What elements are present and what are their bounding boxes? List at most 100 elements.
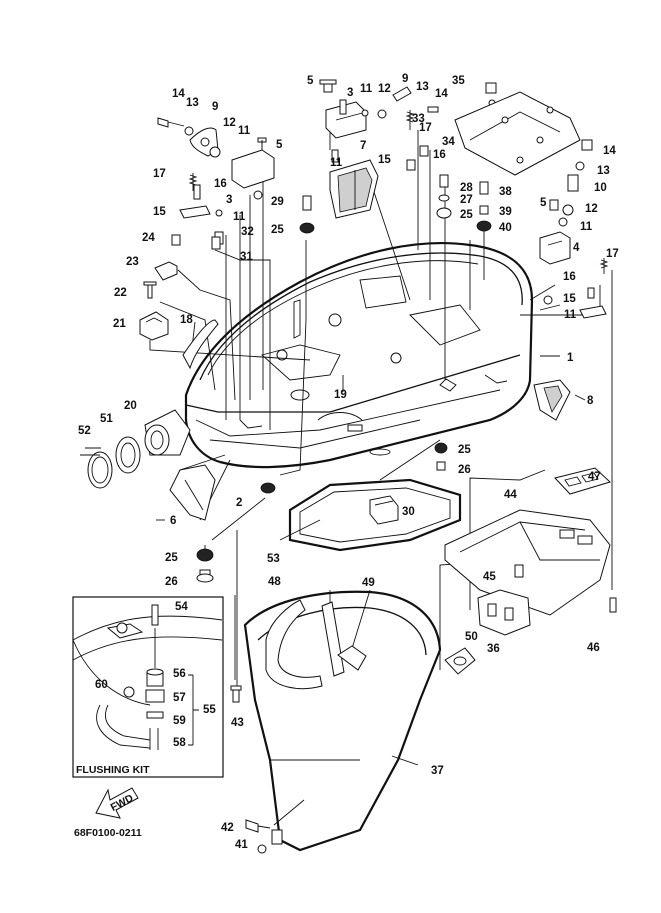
callout-47: 47 bbox=[588, 471, 601, 483]
callout-15: 15 bbox=[378, 154, 391, 166]
callout-14: 14 bbox=[435, 88, 448, 100]
callout-1: 1 bbox=[567, 352, 574, 364]
callout-53: 53 bbox=[267, 553, 280, 565]
bracket-plate bbox=[454, 91, 581, 176]
bolts-41-42 bbox=[245, 819, 271, 854]
callout-26: 26 bbox=[458, 464, 471, 476]
callout-2: 2 bbox=[236, 497, 242, 509]
callout-18: 18 bbox=[180, 314, 193, 326]
diagram-code: 68F0100-0211 bbox=[74, 827, 142, 839]
flushing-kit-inset bbox=[72, 596, 224, 778]
callout-36: 36 bbox=[487, 643, 500, 655]
callout-12: 12 bbox=[585, 203, 598, 215]
callout-59: 59 bbox=[173, 715, 186, 727]
callout-12: 12 bbox=[223, 117, 236, 129]
callout-11: 11 bbox=[580, 221, 593, 233]
callout-11: 11 bbox=[233, 211, 246, 223]
flushing-kit-title: FLUSHING KIT bbox=[76, 764, 150, 776]
callout-11: 11 bbox=[360, 83, 373, 95]
grommet-lower-left bbox=[196, 442, 448, 583]
callout-29: 29 bbox=[271, 196, 284, 208]
callout-35: 35 bbox=[452, 75, 465, 87]
callout-49: 49 bbox=[362, 577, 375, 589]
callout-24: 24 bbox=[142, 232, 155, 244]
callout-11: 11 bbox=[564, 309, 577, 321]
callout-11: 11 bbox=[330, 157, 343, 169]
callout-30: 30 bbox=[402, 506, 415, 518]
callout-50: 50 bbox=[465, 631, 478, 643]
callout-52: 52 bbox=[78, 425, 91, 437]
callout-16: 16 bbox=[214, 178, 227, 190]
callout-37: 37 bbox=[431, 765, 444, 777]
callout-41: 41 bbox=[235, 839, 248, 851]
bottom-cowling bbox=[184, 242, 534, 469]
callout-9: 9 bbox=[402, 73, 408, 85]
callout-43: 43 bbox=[231, 717, 244, 729]
callout-12: 12 bbox=[378, 83, 391, 95]
callout-5: 5 bbox=[540, 197, 547, 209]
callout-9: 9 bbox=[212, 101, 218, 113]
callout-14: 14 bbox=[172, 88, 185, 100]
fwd-arrow bbox=[95, 787, 139, 819]
callout-57: 57 bbox=[173, 692, 186, 704]
grommet-stack bbox=[211, 174, 492, 250]
bolt-43 bbox=[230, 685, 242, 703]
callout-39: 39 bbox=[499, 206, 512, 218]
callout-25: 25 bbox=[458, 444, 471, 456]
callout-31: 31 bbox=[240, 251, 253, 263]
callout-25: 25 bbox=[271, 224, 284, 236]
bracket-6 bbox=[169, 464, 216, 521]
callout-44: 44 bbox=[504, 489, 517, 501]
callout-13: 13 bbox=[597, 165, 610, 177]
callout-13: 13 bbox=[416, 81, 429, 93]
callout-5: 5 bbox=[276, 139, 283, 151]
callout-25: 25 bbox=[460, 209, 473, 221]
callout-16: 16 bbox=[433, 149, 446, 161]
plug-assembly bbox=[80, 409, 191, 489]
callout-6: 6 bbox=[170, 515, 176, 527]
callout-51: 51 bbox=[100, 413, 113, 425]
apron-37 bbox=[243, 590, 442, 852]
callout-42: 42 bbox=[221, 822, 234, 834]
right-hardware bbox=[533, 139, 609, 421]
callout-3: 3 bbox=[226, 194, 232, 206]
top-center-hardware bbox=[319, 79, 497, 219]
callout-7: 7 bbox=[360, 140, 366, 152]
callout-20: 20 bbox=[124, 400, 137, 412]
callout-54: 54 bbox=[175, 601, 188, 613]
callout-34: 34 bbox=[442, 136, 455, 148]
callout-40: 40 bbox=[499, 222, 512, 234]
callout-55: 55 bbox=[203, 704, 216, 716]
callout-15: 15 bbox=[153, 206, 166, 218]
callout-38: 38 bbox=[499, 186, 512, 198]
callout-17: 17 bbox=[153, 168, 166, 180]
callout-5: 5 bbox=[307, 75, 314, 87]
callout-16: 16 bbox=[563, 271, 576, 283]
callout-27: 27 bbox=[460, 194, 473, 206]
callout-45: 45 bbox=[483, 571, 496, 583]
callout-60: 60 bbox=[95, 679, 108, 691]
callout-17: 17 bbox=[606, 248, 619, 260]
callout-32: 32 bbox=[241, 226, 254, 238]
callout-17: 17 bbox=[419, 122, 432, 134]
callout-10: 10 bbox=[594, 182, 607, 194]
callout-22: 22 bbox=[114, 287, 127, 299]
callout-48: 48 bbox=[268, 576, 281, 588]
callout-46: 46 bbox=[587, 642, 600, 654]
callout-23: 23 bbox=[126, 256, 139, 268]
callout-28: 28 bbox=[460, 182, 473, 194]
callout-25: 25 bbox=[165, 552, 178, 564]
callout-15: 15 bbox=[563, 293, 576, 305]
callout-14: 14 bbox=[603, 145, 616, 157]
seal-gasket bbox=[288, 478, 462, 552]
callout-3: 3 bbox=[347, 87, 353, 99]
callout-8: 8 bbox=[587, 395, 594, 407]
callout-21: 21 bbox=[113, 318, 126, 330]
callout-26: 26 bbox=[165, 576, 178, 588]
bracket-44 bbox=[444, 467, 617, 636]
callout-11: 11 bbox=[238, 125, 251, 137]
callout-56: 56 bbox=[173, 668, 186, 680]
callout-33: 33 bbox=[412, 113, 425, 125]
top-left-hardware bbox=[139, 117, 275, 370]
